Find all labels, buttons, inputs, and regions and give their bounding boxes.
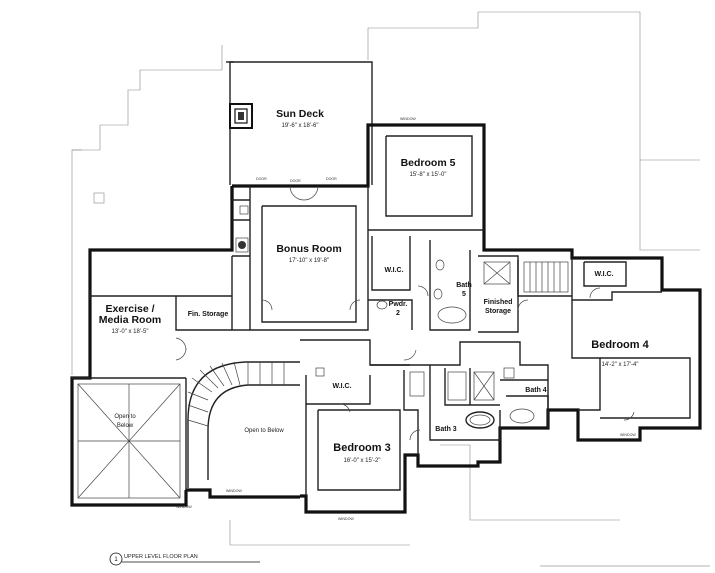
note-window-4: WINDOW: [620, 433, 636, 437]
tech-notes: WINDOW DOOR DOOR DOOR WINDOW WINDOW WIND…: [176, 117, 636, 521]
bedroom5-dims: 15'-8" x 15'-0": [410, 172, 447, 178]
plan-title-block: 1 UPPER LEVEL FLOOR PLAN: [109, 552, 710, 567]
wic-b3-name: W.I.C.: [332, 383, 351, 390]
bath5-num: 5: [462, 291, 466, 298]
spiral-staircase: [187, 361, 300, 488]
note-door-2: DOOR: [290, 179, 301, 183]
bedroom3-dims: 16'-0" x 15'-2": [344, 458, 381, 464]
bath4-name: Bath 4: [525, 387, 547, 394]
note-window-2: WINDOW: [226, 489, 242, 493]
bath3-name: Bath 3: [435, 426, 457, 433]
wic-b4-name: W.I.C.: [594, 271, 613, 278]
plan-title: UPPER LEVEL FLOOR PLAN: [124, 554, 198, 560]
fixtures: [235, 205, 535, 429]
bedroom4-dims: 14'-2" x 17'-4": [602, 362, 639, 368]
interior-walls: [72, 135, 691, 496]
exercise-dims: 13'-0" x 18'-5": [112, 329, 149, 335]
sun-deck-name: Sun Deck: [276, 108, 324, 120]
finished-storage-1: Finished: [484, 299, 513, 306]
finished-storage-2: Storage: [485, 308, 511, 315]
sun-deck-dims: 19'-6" x 18'-6": [282, 123, 319, 129]
note-window-3: WINDOW: [338, 517, 354, 521]
note-door-1: DOOR: [256, 177, 267, 181]
roof-outline: [71, 11, 700, 546]
note-door-3: DOOR: [326, 177, 337, 181]
bath5-name: Bath: [456, 282, 472, 289]
bedroom3-name: Bedroom 3: [333, 442, 390, 454]
fin-storage-name: Fin. Storage: [188, 311, 229, 318]
bedroom4-name: Bedroom 4: [591, 339, 649, 351]
wic-b5-name: W.I.C.: [384, 267, 403, 274]
bonus-room-name: Bonus Room: [276, 243, 341, 255]
pwdr-num: 2: [396, 310, 400, 317]
room-labels: Sun Deck 19'-6" x 18'-6" Bedroom 5 15'-8…: [99, 108, 650, 464]
open-below-left-1: Open to: [114, 414, 136, 420]
bedroom5-name: Bedroom 5: [401, 157, 456, 169]
open-below-left-2: Below: [117, 423, 134, 429]
doors: [175, 185, 635, 441]
exercise-name-2: Media Room: [99, 314, 161, 326]
right-stair: [523, 261, 569, 293]
note-b5-window: WINDOW: [400, 117, 416, 121]
pwdr-name: Pwdr.: [389, 301, 408, 308]
bonus-room-dims: 17'-10" x 19'-8": [289, 258, 329, 264]
note-window-1: WINDOW: [176, 505, 192, 509]
open-below-center: Open to Below: [244, 428, 284, 434]
open-to-below-left: [77, 383, 181, 499]
plan-title-number: 1: [114, 557, 118, 563]
exercise-name-1: Exercise /: [105, 303, 154, 315]
